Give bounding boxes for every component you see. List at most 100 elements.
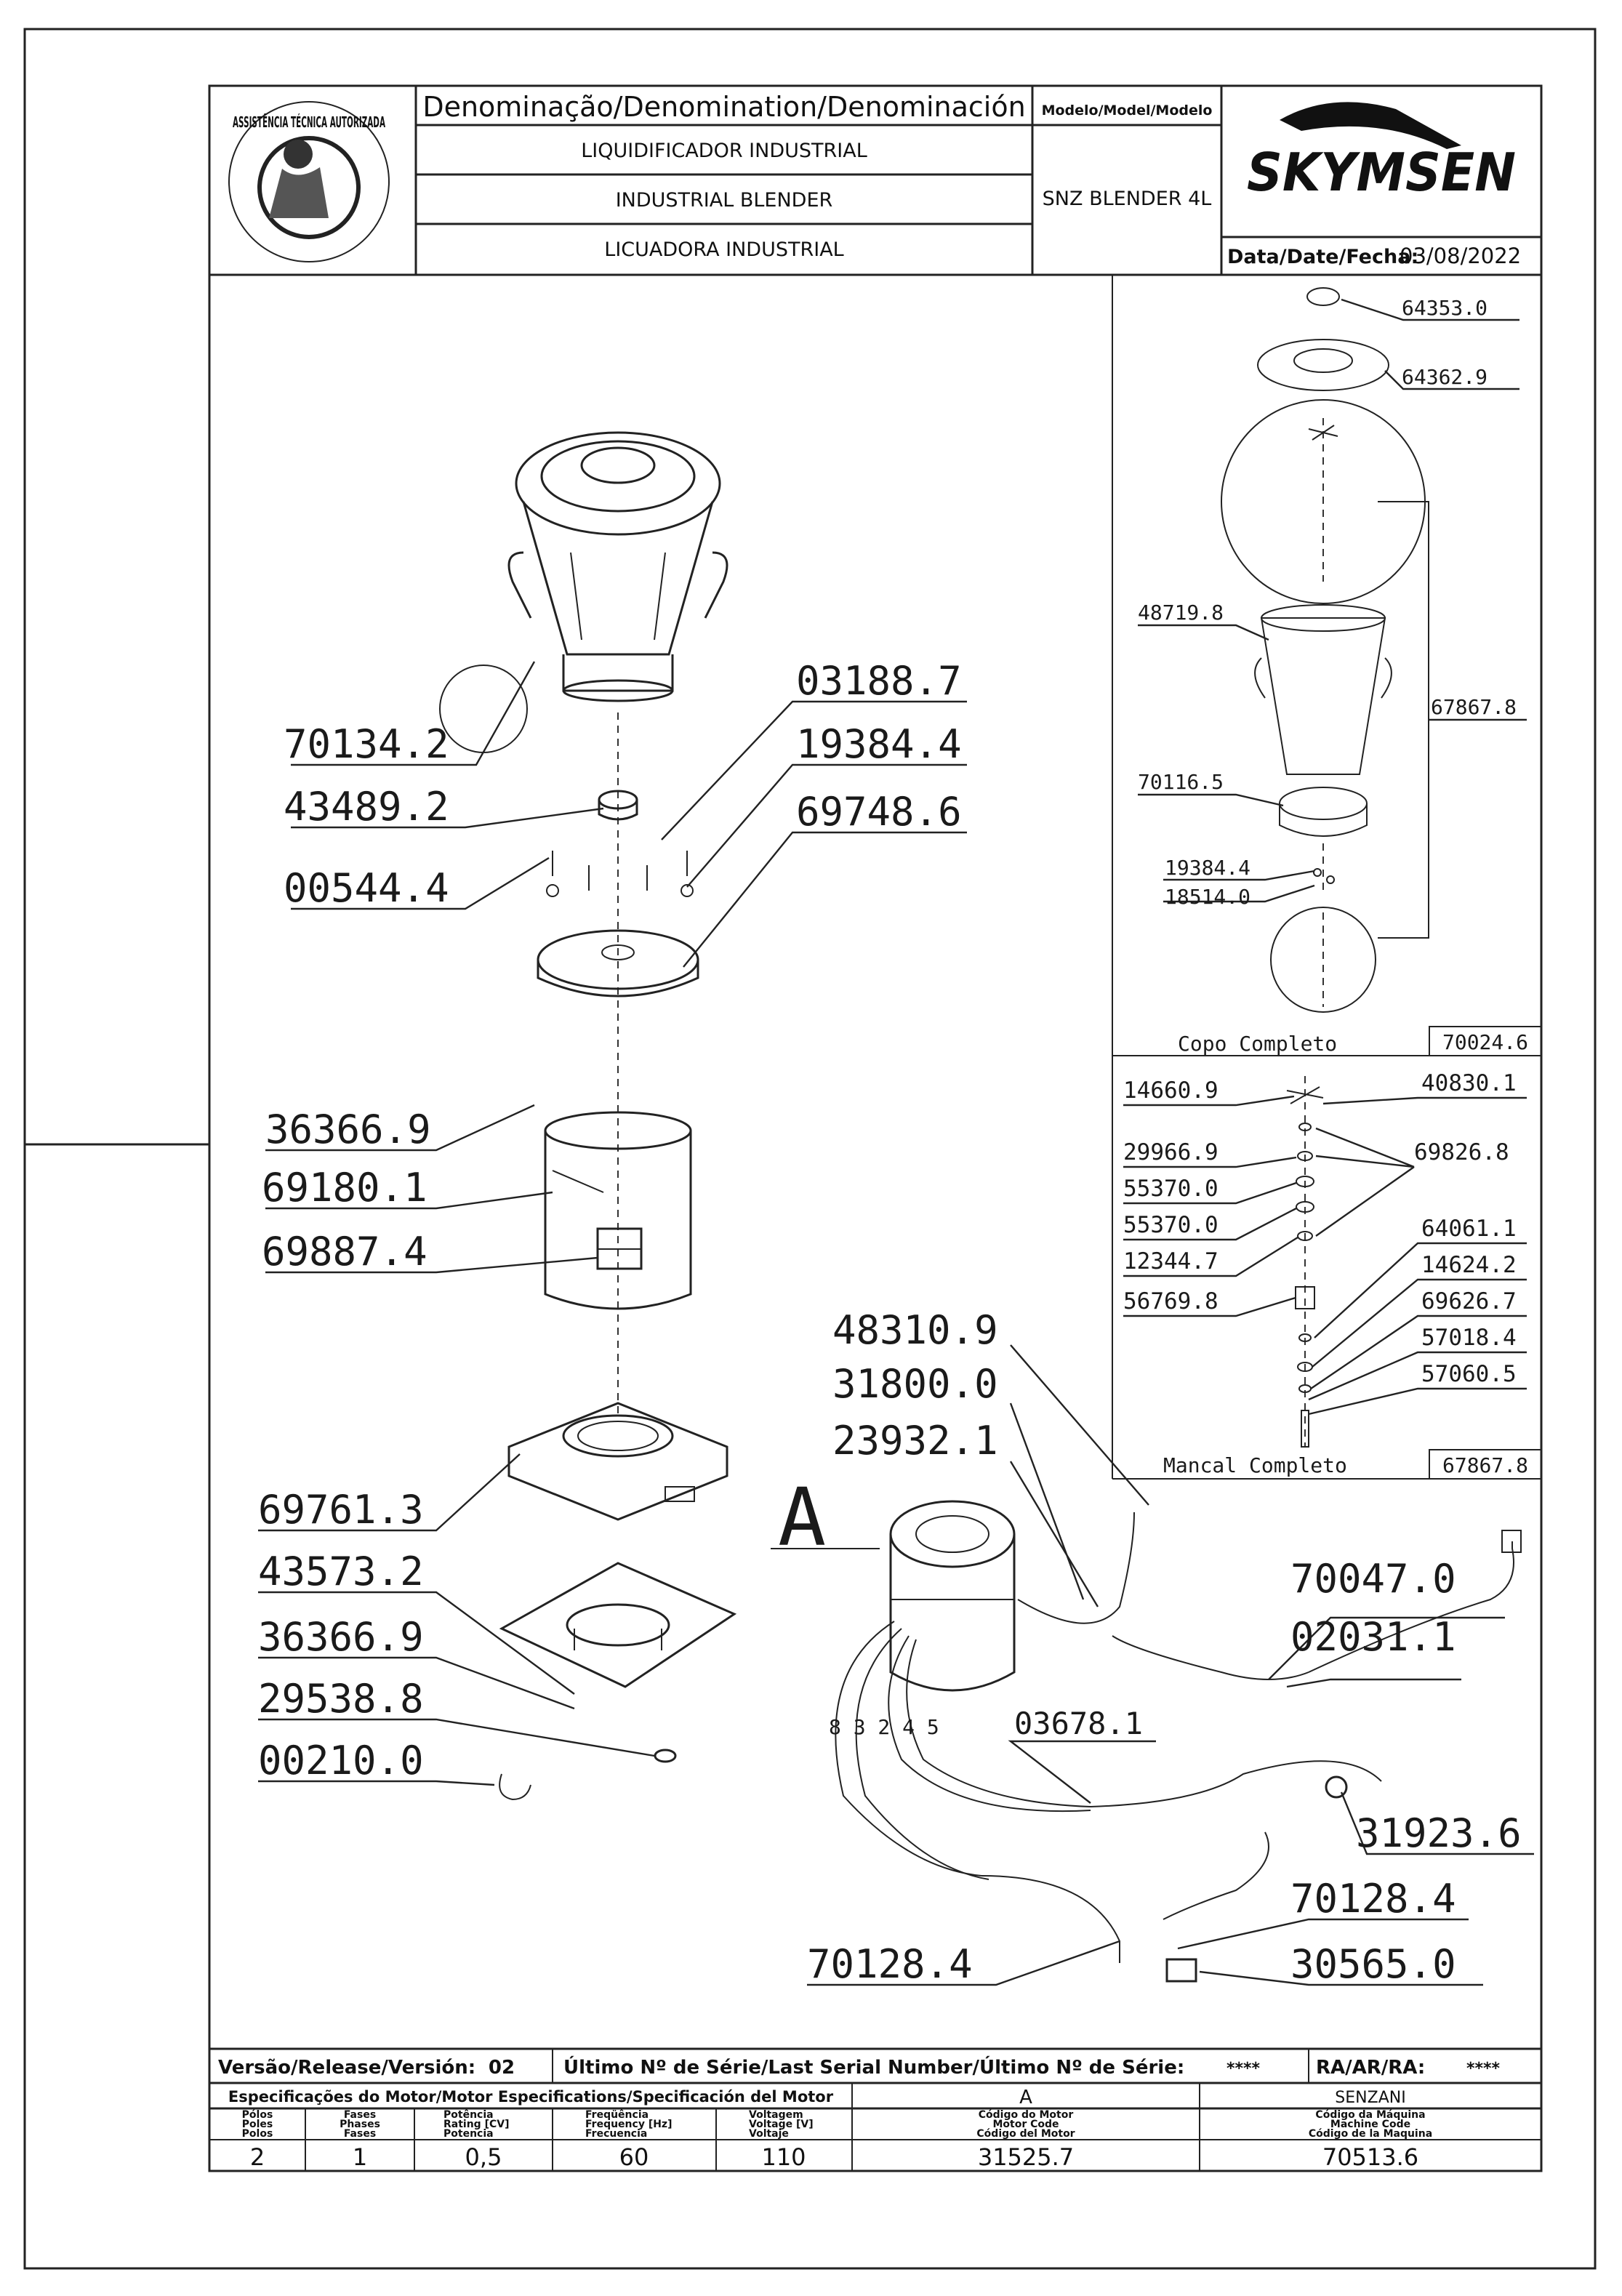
cup-base	[1279, 787, 1368, 820]
main-exploded-view: 70134.2 43489.2 00544.4 03188.7 19384.4 …	[258, 431, 967, 1801]
label-56769-8: 56769.8	[1123, 1288, 1218, 1314]
jar-detail-circle	[439, 665, 528, 753]
label-70134-2: 70134.2	[284, 721, 449, 767]
motor-maker: SENZANI	[1335, 2089, 1405, 2107]
bearing-shaft	[1301, 1410, 1309, 1448]
col-volt-es: Voltaje	[749, 2128, 789, 2140]
label-18514-0: 18514.0	[1165, 885, 1250, 909]
serial-label: Último Nº de Série/Last Serial Number/Úl…	[563, 2055, 1184, 2079]
col-machine-code-en: Machine Code	[1330, 2119, 1410, 2130]
col-phases-en: Phases	[340, 2119, 380, 2130]
label-02031-1: 02031.1	[1290, 1614, 1456, 1660]
date-label: Data/Date/Fecha:	[1227, 246, 1418, 268]
coupling	[598, 790, 638, 821]
base-plate	[499, 1562, 737, 1688]
wire-numbers: 8 3 2 4 5	[829, 1715, 939, 1739]
bearing-complete-code: 67867.8	[1442, 1453, 1528, 1477]
authorized-service-seal: ASSISTÊNCIA TÉCNICA AUTORIZADA	[228, 101, 390, 262]
motor	[889, 1500, 1016, 1692]
label-14624-2: 14624.2	[1421, 1252, 1517, 1278]
col-freq-en: Frequency [Hz]	[585, 2119, 672, 2130]
power-cord	[1308, 1541, 1514, 1673]
label-43489-2: 43489.2	[284, 784, 449, 830]
label-19384-4: 19384.4	[796, 721, 962, 767]
motor-wiring-view: A 8 3 2 4 5 48	[771, 1307, 1534, 1987]
ra-value: ****	[1466, 2060, 1501, 2078]
value-voltage: 110	[761, 2143, 806, 2171]
bearing-complete-title: Mancal Completo	[1163, 1453, 1347, 1477]
label-67867-8: 67867.8	[1431, 695, 1517, 719]
version-label: Versão/Release/Versión:	[218, 2057, 475, 2079]
label-29538-8: 29538.8	[258, 1676, 424, 1722]
switch	[1165, 1958, 1197, 1983]
model-name: SNZ BLENDER 4L	[1043, 188, 1212, 210]
blender-jar	[507, 431, 728, 702]
value-motor-code: 31525.7	[978, 2143, 1074, 2171]
label-64353-0: 64353.0	[1402, 296, 1487, 320]
label-57018-4: 57018.4	[1421, 1325, 1517, 1351]
col-motor-code-en: Motor Code	[992, 2119, 1059, 2130]
model-title: Modelo/Model/Modelo	[1042, 103, 1213, 119]
cup-complete-code: 70024.6	[1442, 1030, 1528, 1054]
label-29966-9: 29966.9	[1123, 1139, 1218, 1165]
label-70047-0: 70047.0	[1290, 1556, 1456, 1602]
brand-name: SKYMSEN	[1247, 142, 1516, 203]
label-55370-0-b: 55370.0	[1123, 1212, 1218, 1238]
denomination-title: Denominação/Denomination/Denominación	[422, 91, 1025, 123]
detail-A-label: A	[778, 1471, 826, 1564]
shaft-detail-circle	[1270, 907, 1376, 1013]
screws-upper	[546, 851, 694, 897]
version-value: 02	[489, 2057, 515, 2079]
label-30565-0: 30565.0	[1290, 1941, 1456, 1987]
cable-gland	[1325, 1775, 1348, 1799]
blade-part	[1286, 1086, 1324, 1104]
col-volt-en: Voltage [V]	[749, 2119, 814, 2130]
label-57060-5: 57060.5	[1421, 1361, 1517, 1387]
label-00210-0: 00210.0	[258, 1738, 424, 1783]
col-power-en: Rating [CV]	[443, 2119, 510, 2130]
label-14660-9: 14660.9	[1123, 1077, 1218, 1104]
drawing-frame	[208, 84, 1543, 2172]
label-03678-1: 03678.1	[1014, 1706, 1143, 1741]
brand-logo: SKYMSEN	[1247, 102, 1516, 203]
label-69826-8: 69826.8	[1414, 1139, 1509, 1165]
ra-label: RA/AR/RA:	[1316, 2057, 1425, 2079]
sheet-frame	[23, 28, 1597, 2270]
label-00544-4: 00544.4	[284, 865, 449, 911]
specification-table: Versão/Release/Versión: 02 Último Nº de …	[209, 2047, 1541, 2171]
label-36366-9-bottom: 36366.9	[258, 1614, 424, 1660]
value-phases: 1	[353, 2143, 367, 2171]
label-36366-9-top: 36366.9	[265, 1107, 431, 1152]
label-48310-9: 48310.9	[832, 1307, 998, 1353]
serial-value: ****	[1226, 2060, 1261, 2078]
body-shell	[544, 1111, 692, 1310]
motor-letter: A	[1019, 2087, 1032, 2108]
label-69180-1: 69180.1	[262, 1165, 427, 1211]
foot-and-spring	[499, 1749, 677, 1801]
name-es: LICUADORA INDUSTRIAL	[604, 238, 843, 261]
col-machine-code-pt: Código da Máquina	[1315, 2109, 1425, 2121]
label-03188-7: 03188.7	[796, 658, 962, 704]
plug	[1501, 1530, 1522, 1553]
label-43573-2: 43573.2	[258, 1549, 424, 1594]
cup-assembly-panel: 64353.0 64362.9 48719.8 67867.8 70116.5 …	[1112, 275, 1542, 1480]
col-motor-code-es: Código del Motor	[976, 2128, 1075, 2140]
bearing-assembly-panel: 14660.9 40830.1 29966.9 69826.8 55370.0 …	[1123, 1070, 1528, 1477]
cup-complete-title: Copo Completo	[1178, 1032, 1337, 1056]
seal-text: ASSISTÊNCIA TÉCNICA AUTORIZADA	[233, 113, 385, 131]
col-freq-pt: Freqüência	[585, 2109, 649, 2121]
label-69887-4: 69887.4	[262, 1229, 427, 1275]
label-31923-6: 31923.6	[1356, 1810, 1522, 1856]
value-poles: 2	[250, 2143, 265, 2171]
name-en: INDUSTRIAL BLENDER	[616, 189, 833, 212]
cup-jar	[1260, 617, 1386, 775]
col-poles-pt: Pólos	[242, 2109, 273, 2121]
label-70128-4-right: 70128.4	[1290, 1876, 1456, 1922]
col-phases-es: Fases	[344, 2128, 376, 2140]
col-power-pt: Potência	[443, 2109, 494, 2121]
col-poles-en: Poles	[242, 2119, 273, 2130]
col-phases-pt: Fases	[344, 2109, 376, 2121]
label-48719-8: 48719.8	[1138, 601, 1224, 625]
col-volt-pt: Voltagem	[749, 2109, 803, 2121]
